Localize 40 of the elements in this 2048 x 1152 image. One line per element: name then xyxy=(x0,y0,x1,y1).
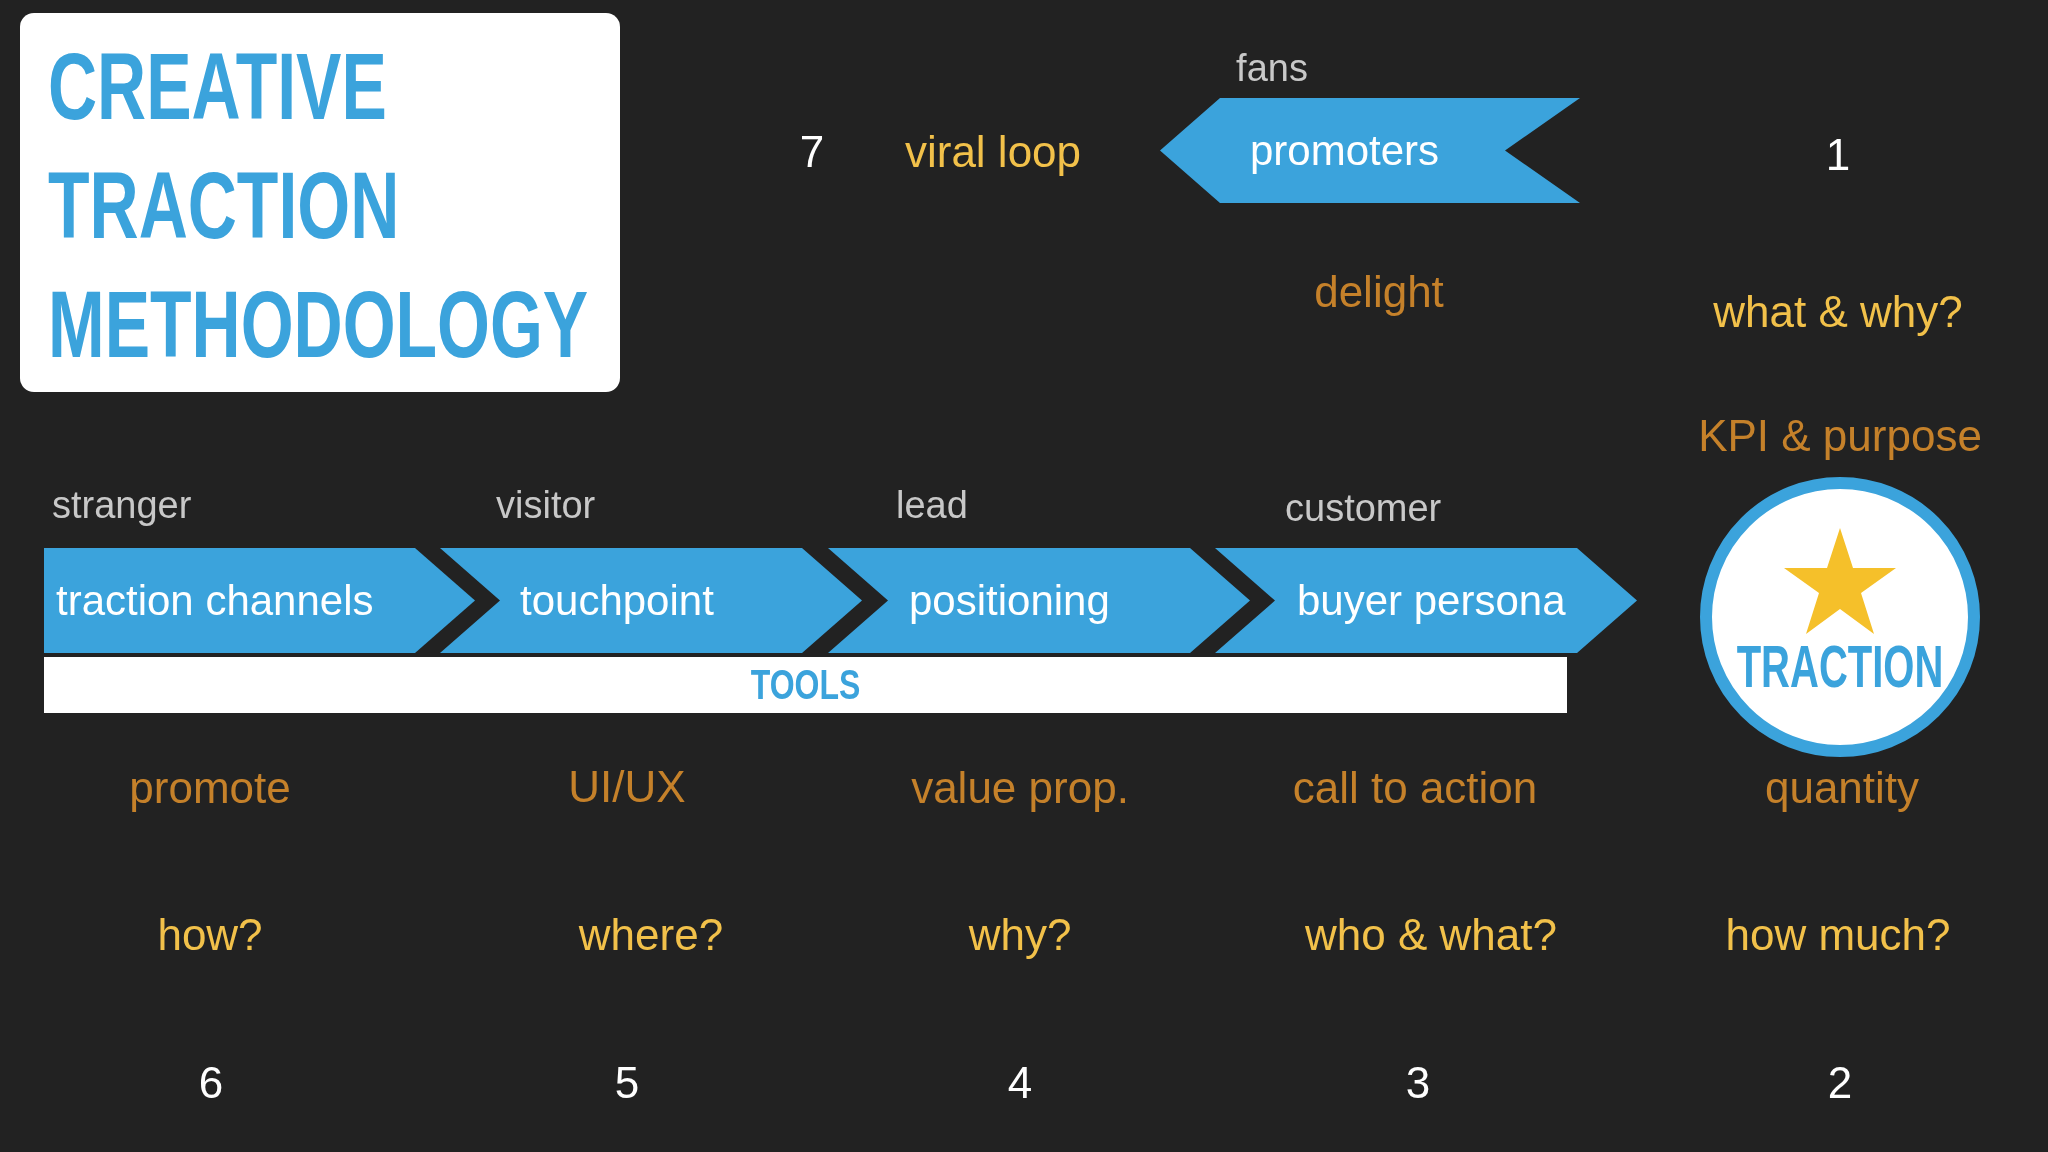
text-label: why? xyxy=(968,909,1072,961)
text-label: value prop. xyxy=(911,762,1129,814)
text-label: 1 xyxy=(1825,129,1851,181)
text-label: call to action xyxy=(1292,762,1538,814)
text-label: 7 xyxy=(799,126,825,178)
text-label: delight xyxy=(1314,266,1444,318)
text-label: 6 xyxy=(198,1057,224,1109)
chevron-label: touchpoint xyxy=(520,576,714,626)
stage-label: fans xyxy=(1236,45,1308,91)
chevron-label: promoters xyxy=(1250,126,1440,176)
text-label: how much? xyxy=(1725,909,1951,961)
stage-label: visitor xyxy=(496,482,596,528)
text-label: what & why? xyxy=(1713,286,1963,338)
text-label: viral loop xyxy=(904,126,1082,178)
stage-banner xyxy=(44,548,475,653)
badge-label: TRACTION xyxy=(1736,636,1944,696)
text-label: where? xyxy=(578,909,724,961)
text-label: 4 xyxy=(1007,1057,1033,1109)
stage-banner xyxy=(1160,98,1580,203)
chevron-label: positioning xyxy=(909,576,1110,626)
text-label: 3 xyxy=(1405,1057,1431,1109)
text-label: who & what? xyxy=(1305,909,1557,961)
text-label: 2 xyxy=(1827,1057,1853,1109)
stage-banner xyxy=(440,548,862,653)
stage-label: stranger xyxy=(52,482,192,528)
text-label: quantity xyxy=(1764,762,1920,814)
chevron-label: buyer persona xyxy=(1297,576,1566,626)
text-label: 5 xyxy=(614,1057,640,1109)
stage-label: lead xyxy=(896,482,968,528)
stage-label: customer xyxy=(1285,485,1442,531)
chevron-label: traction channels xyxy=(56,576,374,626)
bar-label: TOOLS xyxy=(750,664,861,706)
stage-banner xyxy=(828,548,1250,653)
text-label: promote xyxy=(129,762,291,814)
text-label: how? xyxy=(157,909,263,961)
text-label: KPI & purpose xyxy=(1698,410,1982,462)
text-label: UI/UX xyxy=(568,761,686,813)
tools-bar xyxy=(44,657,1567,713)
stage-banner xyxy=(1215,548,1637,653)
title-text: CREATIVE TRACTION METHODOLOGY xyxy=(48,31,590,379)
